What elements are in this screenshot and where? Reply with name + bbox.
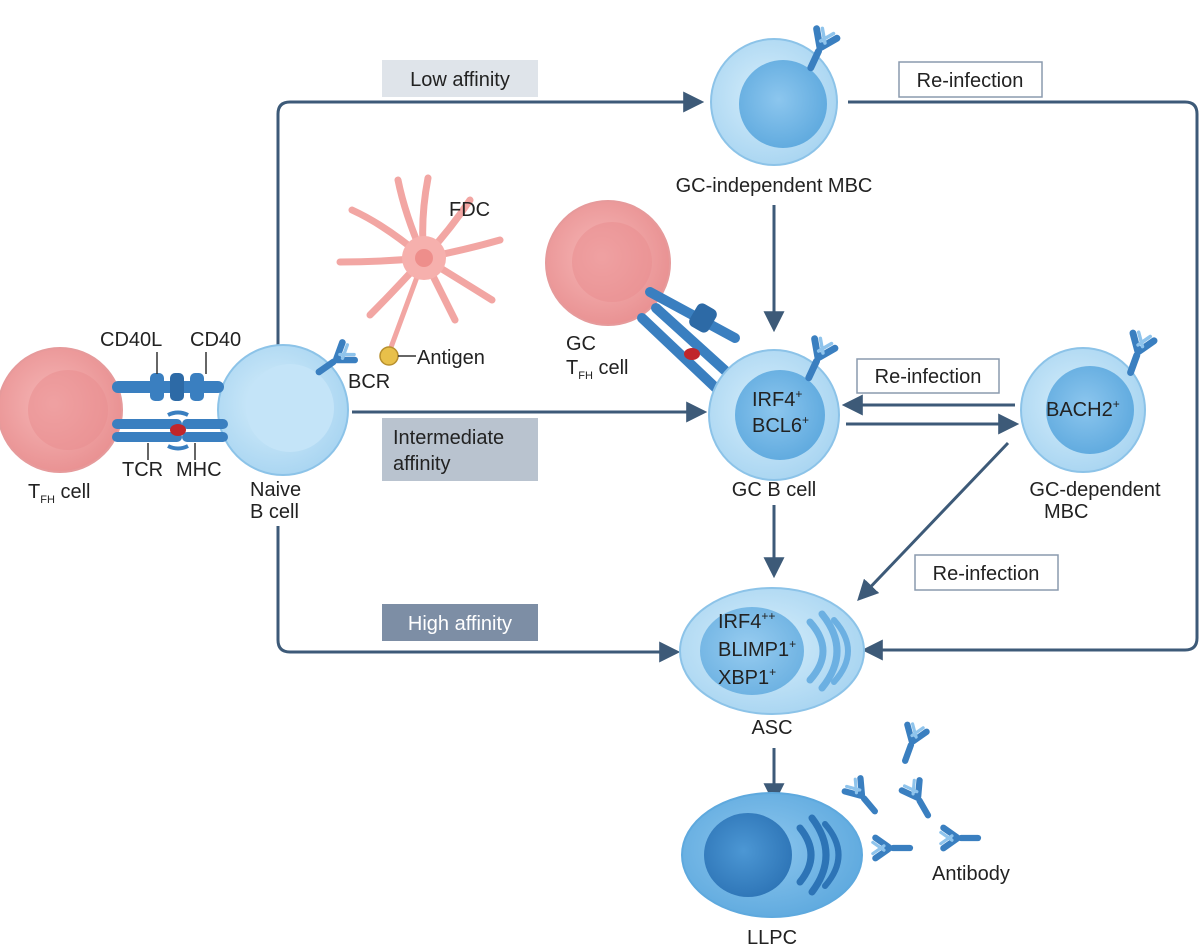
bach2-label: BACH2+ [1046, 397, 1120, 421]
intermediate-affinity-label-line2: affinity [393, 453, 450, 475]
reinfection-box-top: Re-infection [898, 61, 1043, 98]
gc-dependent-mbc-label-line1: GC-dependent [1029, 479, 1161, 501]
gc-b-bcl6: BCL6+ [752, 413, 809, 437]
naive-b-cell-label-line2: B cell [250, 501, 299, 523]
tcr-mhc-complex [112, 410, 228, 451]
arrow-gc-dependent-to-asc [857, 441, 1010, 602]
antibody-label: Antibody [932, 863, 1010, 885]
intermediate-affinity-box: Intermediate affinity [382, 418, 538, 481]
tcr-label: TCR [122, 459, 163, 481]
arrow-naive-to-gc-independent-mbc [276, 91, 705, 345]
asc-label: ASC [751, 717, 792, 739]
reinfection-box-low: Re-infection [914, 554, 1059, 591]
gc-tfh-label-line2: TFH cell [566, 357, 628, 382]
antibody-icon [938, 823, 982, 853]
asc-xbp1: XBP1+ [718, 665, 776, 689]
asc-cell [679, 587, 865, 715]
llpc-cell [681, 792, 863, 918]
tfh-cell [0, 347, 123, 473]
tfh-cell-label: TFH cell [28, 481, 90, 506]
cd40-label: CD40 [190, 329, 241, 351]
arrows [276, 91, 1199, 805]
gc-dependent-mbc-cell [1020, 347, 1146, 473]
low-affinity-box: Low affinity [382, 60, 538, 97]
reinfection-label-low: Re-infection [933, 563, 1040, 585]
gc-independent-mbc-cell [710, 38, 838, 166]
antigen-dot [379, 346, 399, 366]
high-affinity-label: High affinity [408, 613, 512, 635]
gc-dependent-mbc-label-line2: MBC [1044, 501, 1088, 523]
intermediate-affinity-label-line1: Intermediate [393, 427, 504, 449]
arrow-gc-independent-reinfection-to-asc [848, 100, 1199, 661]
naive-b-cell-label-line1: Naive [250, 479, 301, 501]
antibody-icon [838, 771, 889, 824]
llpc-label: LLPC [747, 927, 797, 949]
antigen-label: Antigen [417, 347, 485, 369]
gc-b-cell [708, 349, 840, 481]
gc-tfh-cell [545, 200, 671, 326]
gc-b-irf4: IRF4+ [752, 387, 802, 411]
mhc-label: MHC [176, 459, 222, 481]
naive-b-cell [217, 344, 349, 476]
gc-independent-mbc-label: GC-independent MBC [676, 175, 873, 197]
asc-irf4: IRF4++ [718, 609, 775, 633]
fdc-label: FDC [449, 199, 490, 221]
arrow-naive-to-asc [276, 526, 681, 663]
gc-tfh-label-line1: GC [566, 333, 596, 355]
antibody-icon [895, 773, 943, 826]
low-affinity-label: Low affinity [410, 69, 510, 91]
gc-tfh-receptor-complex [637, 287, 740, 395]
gc-b-cell-label: GC B cell [732, 479, 816, 501]
reinfection-box-mid: Re-infection [856, 358, 1000, 394]
asc-blimp1: BLIMP1+ [718, 637, 796, 661]
fdc-cell [336, 174, 504, 353]
antibody-icon [890, 718, 933, 769]
cd40l-label: CD40L [100, 329, 162, 351]
cd40l-cd40-complex [112, 373, 224, 401]
antibody-icon [870, 833, 914, 863]
reinfection-label-mid: Re-infection [875, 366, 982, 388]
high-affinity-box: High affinity [382, 604, 538, 641]
bcr-label: BCR [348, 371, 390, 393]
reinfection-label-top: Re-infection [917, 70, 1024, 92]
